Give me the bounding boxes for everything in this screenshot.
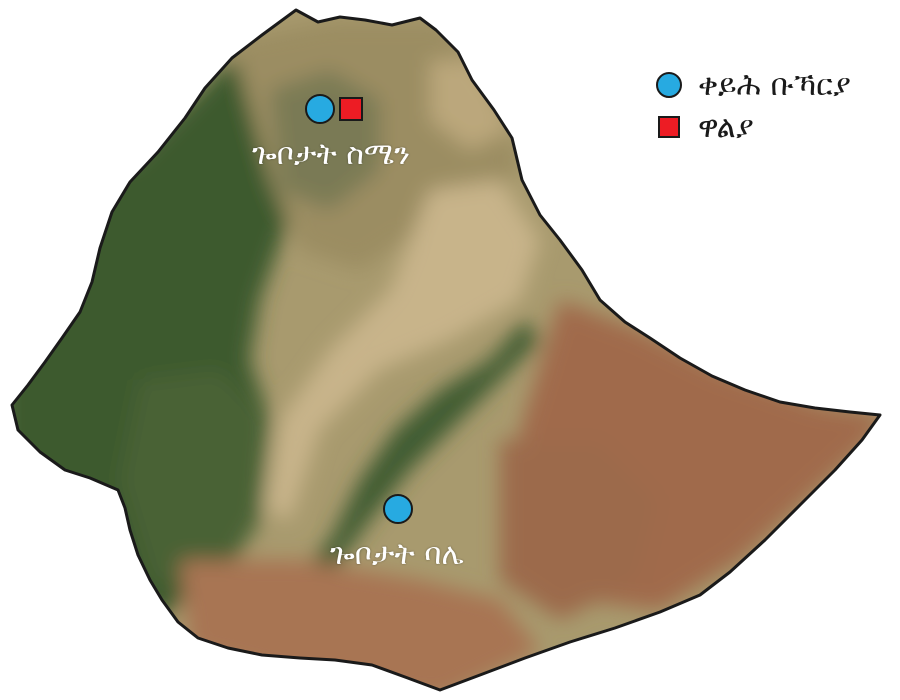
red-square-icon	[658, 116, 680, 138]
terrain-southwest-green	[120, 370, 270, 600]
legend: ቀይሕ ቡኻርያ ዋልያ	[656, 64, 851, 148]
bale-mountains-label: ጐቦታት ባሌ	[330, 537, 464, 572]
walia-marker-simien	[339, 97, 363, 121]
simien-mountains-label: ጐቦታት ስሜን	[252, 137, 411, 172]
red-fox-marker-bale	[383, 494, 413, 524]
legend-label-walia: ዋልያ	[698, 109, 754, 145]
blue-circle-icon	[656, 72, 682, 98]
terrain-ogaden-patch	[500, 440, 660, 620]
legend-item-red-fox: ቀይሕ ቡኻርያ	[656, 64, 851, 106]
legend-item-walia: ዋልያ	[656, 106, 851, 148]
terrain-northeast-light	[430, 60, 510, 150]
red-fox-marker-simien	[305, 94, 335, 124]
terrain-rift-green	[300, 320, 540, 575]
legend-label-red-fox: ቀይሕ ቡኻርያ	[698, 67, 851, 103]
terrain-central-plateau	[265, 180, 540, 520]
